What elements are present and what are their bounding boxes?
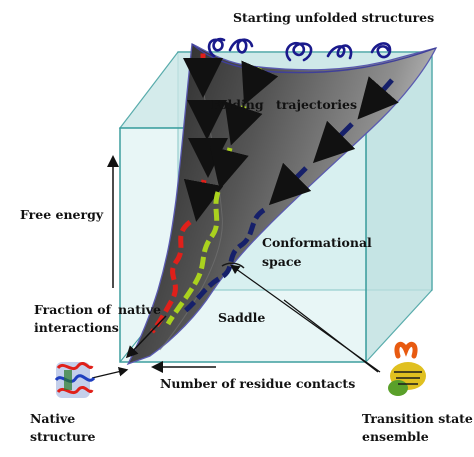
trajectory-navy [182, 76, 399, 314]
unfolded-coil-icons [207, 37, 392, 62]
label-free-energy: Free energy [20, 207, 104, 222]
trajectory-yellow [165, 60, 279, 326]
coil-icon [370, 42, 392, 59]
label-residue-contacts: Number of residue contacts [160, 376, 355, 391]
coil-icon [207, 37, 226, 58]
coil-icon [285, 41, 313, 62]
label-starting-structures: Starting unfolded structures [233, 10, 434, 25]
saddle-point-mark [221, 262, 245, 269]
label-native: native [118, 302, 161, 317]
label-native-a: Native [30, 411, 75, 426]
coil-icon [228, 38, 254, 54]
label-saddle: Saddle [218, 310, 265, 325]
coil-icon [326, 44, 353, 60]
label-fraction-of: Fraction of [34, 302, 113, 317]
label-space: space [262, 254, 301, 269]
label-interactions: interactions [34, 320, 119, 335]
fraction-native-axis-arrow [125, 315, 167, 359]
label-trajectories: trajectories [276, 97, 357, 112]
label-native-b: structure [30, 429, 96, 444]
label-conformational: Conformational [262, 235, 372, 250]
label-transition-b: ensemble [362, 429, 429, 444]
native-structure-pointer [91, 366, 129, 379]
native-structure-icon [54, 362, 96, 398]
trajectory-red [150, 53, 228, 334]
label-folding: Folding [211, 97, 264, 112]
transition-state-pointer-b [283, 299, 379, 373]
label-transition-a: Transition state [362, 411, 473, 426]
transition-state-icon [388, 341, 426, 396]
